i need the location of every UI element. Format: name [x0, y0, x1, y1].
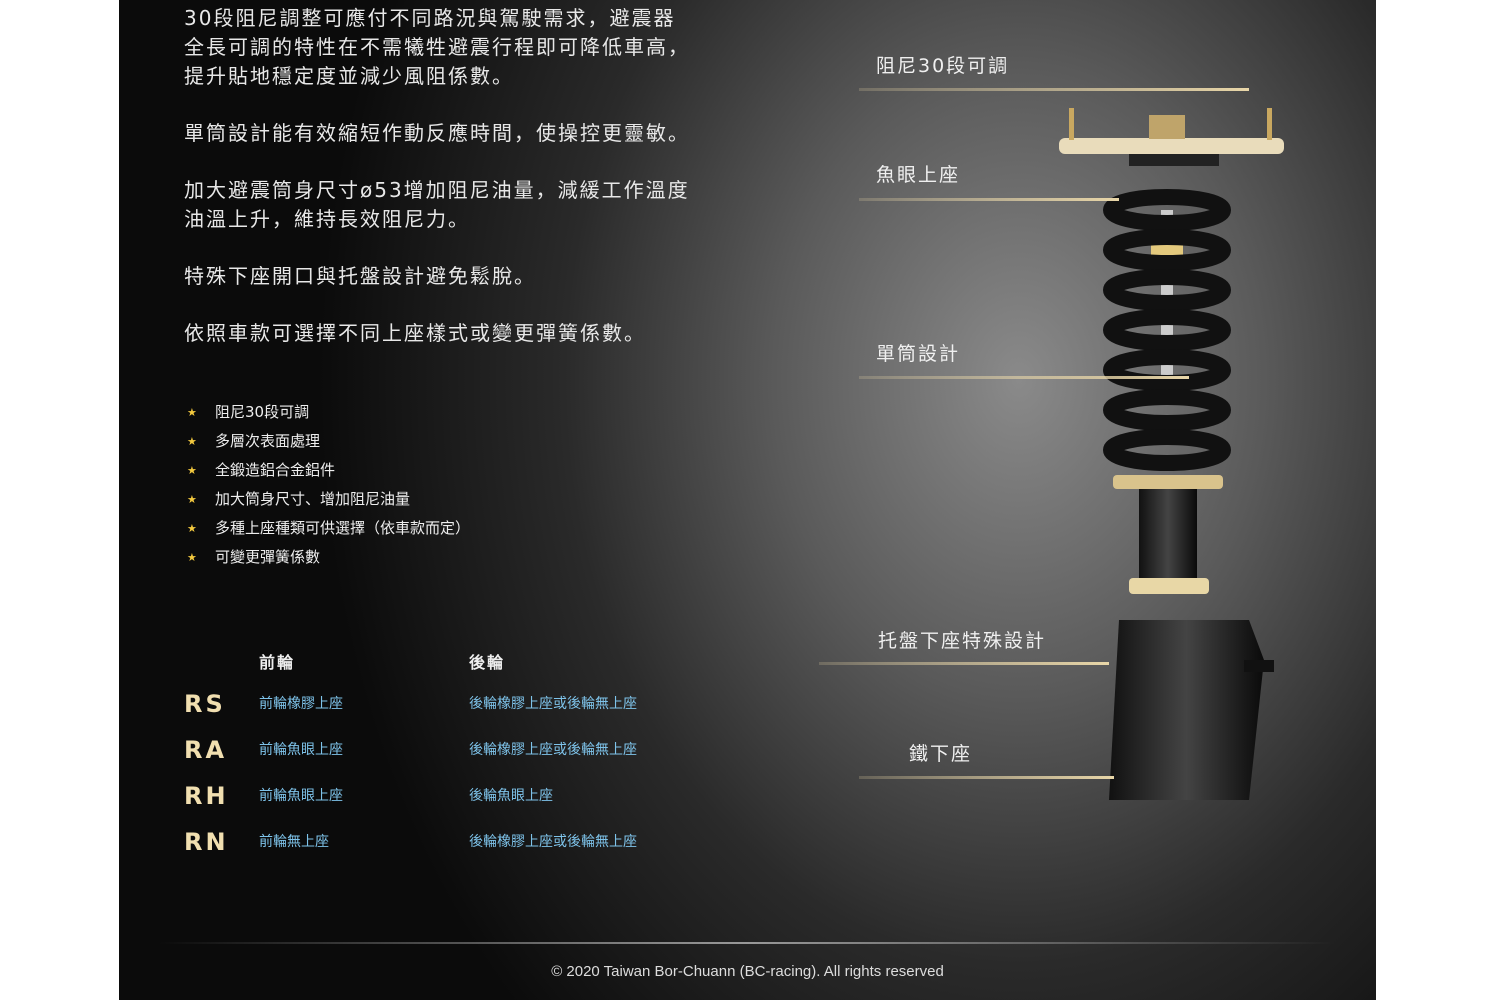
star-icon: ★ — [187, 464, 197, 477]
feature-item: ★多種上座種類可供選擇（依車款而定） — [187, 514, 824, 543]
coilover-illustration — [1059, 108, 1284, 800]
callout-line — [819, 662, 1109, 665]
mount-type-table: 前輪 後輪 RS 前輪橡膠上座 後輪橡膠上座或後輪無上座 RA 前輪魚眼上座 後… — [184, 652, 824, 858]
feature-item: ★全鍛造鋁合金鋁件 — [187, 456, 824, 485]
copyright: © 2020 Taiwan Bor-Chuann (BC-racing). Al… — [551, 963, 944, 980]
description-paragraph: 30段阻尼調整可應付不同路況與駕駛需求，避震器 全長可調的特性在不需犧牲避震行程… — [184, 6, 690, 88]
model-code: RH — [184, 782, 229, 810]
callout-lower-bracket: 托盤下座特殊設計 — [877, 630, 1046, 652]
callout-line — [859, 376, 1189, 379]
callout-monotube: 單筒設計 — [876, 343, 961, 365]
rear-mount: 後輪橡膠上座或後輪無上座 — [469, 834, 637, 850]
model-code: RA — [184, 736, 228, 764]
feature-item: ★可變更彈簧係數 — [187, 543, 824, 572]
callout-pillow-mount: 魚眼上座 — [876, 164, 961, 186]
footer-divider — [159, 942, 1336, 944]
feature-item: ★阻尼30段可調 — [187, 398, 824, 427]
feature-item: ★加大筒身尺寸、增加阻尼油量 — [187, 485, 824, 514]
model-code: RS — [184, 690, 226, 718]
feature-item: ★多層次表面處理 — [187, 427, 824, 456]
description-paragraph: 依照車款可選擇不同上座樣式或變更彈簧係數。 — [184, 321, 646, 345]
star-icon: ★ — [187, 435, 197, 448]
rear-mount: 後輪橡膠上座或後輪無上座 — [469, 696, 637, 712]
front-mount: 前輪魚眼上座 — [259, 742, 343, 758]
star-icon: ★ — [187, 522, 197, 535]
front-mount: 前輪魚眼上座 — [259, 788, 343, 804]
callout-line — [859, 88, 1249, 91]
star-icon: ★ — [187, 551, 197, 564]
callout-steel-mount: 鐵下座 — [909, 743, 973, 765]
rear-mount: 後輪魚眼上座 — [469, 788, 553, 804]
callout-line — [859, 776, 1114, 779]
callout-damping: 阻尼30段可調 — [876, 55, 1010, 77]
model-code: RN — [184, 828, 229, 856]
description-paragraph: 單筒設計能有效縮短作動反應時間，使操控更靈敏。 — [184, 121, 690, 145]
feature-list: ★阻尼30段可調 ★多層次表面處理 ★全鍛造鋁合金鋁件 ★加大筒身尺寸、增加阻尼… — [187, 398, 824, 572]
description-paragraph: 加大避震筒身尺寸ø53增加阻尼油量，減緩工作溫度 油溫上升，維持長效阻尼力。 — [184, 178, 690, 231]
rear-mount: 後輪橡膠上座或後輪無上座 — [469, 742, 637, 758]
front-mount: 前輪無上座 — [259, 834, 329, 850]
product-panel: 30段阻尼調整可應付不同路況與駕駛需求，避震器 全長可調的特性在不需犧牲避震行程… — [119, 0, 1376, 1000]
star-icon: ★ — [187, 493, 197, 506]
front-mount: 前輪橡膠上座 — [259, 696, 343, 712]
left-column: 30段阻尼調整可應付不同路況與駕駛需求，避震器 全長可調的特性在不需犧牲避震行程… — [184, 4, 824, 858]
star-icon: ★ — [187, 406, 197, 419]
front-header: 前輪 — [259, 653, 296, 672]
rear-header: 後輪 — [469, 653, 506, 672]
callout-line — [859, 198, 1119, 201]
description-paragraph: 特殊下座開口與托盤設計避免鬆脫。 — [184, 264, 536, 288]
